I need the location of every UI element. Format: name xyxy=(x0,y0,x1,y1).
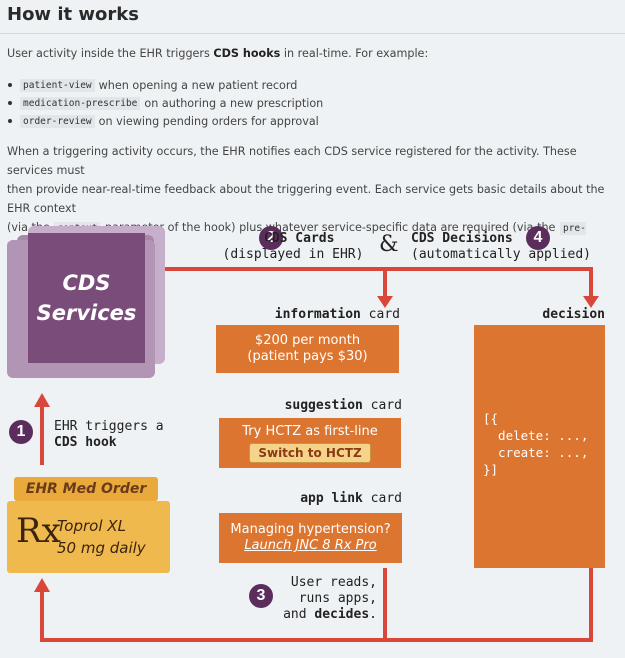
explanation-paragraph: When a triggering activity occurs, the E… xyxy=(7,142,615,277)
information-label-rest: card xyxy=(360,307,400,322)
cds-services-line1: CDS xyxy=(62,271,111,295)
bullet-dot xyxy=(8,119,12,123)
step-4-badge: 4 xyxy=(526,226,550,250)
decision-code-2: delete: ..., xyxy=(483,428,589,443)
page-title: How it works xyxy=(7,4,139,25)
decision-box: [{ delete: ..., create: ..., }] xyxy=(474,325,605,568)
information-card: $200 per month (patient pays $30) xyxy=(216,325,399,373)
decision-code-3: create: ..., xyxy=(483,445,589,460)
step-3-line1: User reads, xyxy=(290,575,377,590)
decision-code-4: }] xyxy=(483,462,499,477)
step-4-label: CDS Decisions (automatically applied) xyxy=(411,231,591,263)
para-line: then provide near-real-time feedback abo… xyxy=(7,183,605,215)
hook-desc: when opening a new patient record xyxy=(98,78,298,92)
intro-after: in real-time. For example: xyxy=(280,47,429,60)
information-line1: $200 per month xyxy=(254,333,361,348)
launch-app-link[interactable]: Launch JNC 8 Rx Pro xyxy=(244,538,377,553)
intro-bold: CDS hooks xyxy=(213,47,281,60)
hook-desc: on viewing pending orders for approval xyxy=(98,114,319,128)
cds-services-line2: Services xyxy=(36,301,137,325)
decision-code: [{ delete: ..., create: ..., }] xyxy=(483,410,588,478)
decision-arrowhead xyxy=(583,296,599,308)
ehr-order-card xyxy=(7,501,170,573)
suggestion-label-rest: card xyxy=(362,398,402,413)
step-2-label: CDS Cards (displayed in EHR) xyxy=(218,231,368,263)
bullet-dot xyxy=(8,83,12,87)
intro-text: User activity inside the EHR triggers CD… xyxy=(7,47,428,60)
medication-text: Toprol XL 50 mg daily xyxy=(57,515,146,559)
app-link-label-bold: app link xyxy=(300,491,363,506)
cds-services-inner: CDS Services xyxy=(28,233,145,363)
switch-to-hctz-button[interactable]: Switch to HCTZ xyxy=(249,442,371,463)
trigger-arrowhead xyxy=(34,393,50,407)
hook-code: medication-prescribe xyxy=(20,96,141,110)
app-link-line1: Managing hypertension? xyxy=(230,522,391,537)
step-3-line3: and decides. xyxy=(276,607,377,623)
step-1-line2: CDS hook xyxy=(54,435,117,450)
step-2-badge: 2 xyxy=(259,226,283,250)
information-line2: (patient pays $30) xyxy=(247,349,368,364)
cds-cards-subtitle: (displayed in EHR) xyxy=(222,247,364,262)
cds-cards-title: CDS Cards xyxy=(264,231,335,246)
step-3-badge: 3 xyxy=(249,584,273,608)
step-3-label: User reads, runs apps, and decides. xyxy=(276,575,377,623)
decide-loop-line xyxy=(40,568,387,642)
cards-arrow-line xyxy=(165,267,593,296)
information-label-bold: information xyxy=(274,307,361,322)
hook-code: patient-view xyxy=(20,78,95,92)
app-link-card: Managing hypertension? Launch JNC 8 Rx P… xyxy=(219,513,402,563)
cds-decisions-subtitle: (automatically applied) xyxy=(411,247,592,262)
loop-arrowhead xyxy=(34,578,50,592)
decision-code-1: [{ xyxy=(483,411,499,426)
decision-label-bold: decision xyxy=(542,307,605,322)
suggestion-card: Try HCTZ as first-line Switch to HCTZ xyxy=(219,418,401,468)
step-3-period: . xyxy=(369,607,377,622)
app-link-card-label: app link card xyxy=(240,491,402,506)
title-rule xyxy=(0,33,625,34)
info-arrowhead xyxy=(377,296,393,308)
suggestion-label-bold: suggestion xyxy=(284,398,363,413)
cds-decisions-title: CDS Decisions xyxy=(411,231,513,246)
para-text: parameter of the hook) plus whatever ser… xyxy=(101,221,559,234)
suggestion-card-label: suggestion card xyxy=(240,398,402,413)
step-3-and: and xyxy=(283,607,315,622)
decision-label: decision xyxy=(520,307,605,322)
app-link-label-rest: card xyxy=(362,491,402,506)
rx-symbol: Rx xyxy=(16,511,61,551)
para-line: When a triggering activity occurs, the E… xyxy=(7,145,577,177)
step-1-badge: 1 xyxy=(9,420,33,444)
step-3-decides: decides xyxy=(314,607,370,622)
step-1-line1: EHR triggers a xyxy=(54,419,164,434)
hook-desc: on authoring a new prescription xyxy=(144,96,324,110)
hook-code: order-review xyxy=(20,114,95,128)
intro-before: User activity inside the EHR triggers xyxy=(7,47,214,60)
ampersand: & xyxy=(379,232,399,257)
bullet-dot xyxy=(8,101,12,105)
suggestion-line1: Try HCTZ as first-line xyxy=(242,423,378,439)
step-1-label: EHR triggers a CDS hook xyxy=(54,419,164,451)
information-card-label: information card xyxy=(240,307,400,322)
decision-loop-line xyxy=(385,568,593,642)
ehr-order-header: EHR Med Order xyxy=(14,477,158,501)
medication-name: Toprol XL xyxy=(57,517,126,535)
medication-dose: 50 mg daily xyxy=(57,539,146,557)
step-3-line2: runs apps, xyxy=(298,591,377,606)
